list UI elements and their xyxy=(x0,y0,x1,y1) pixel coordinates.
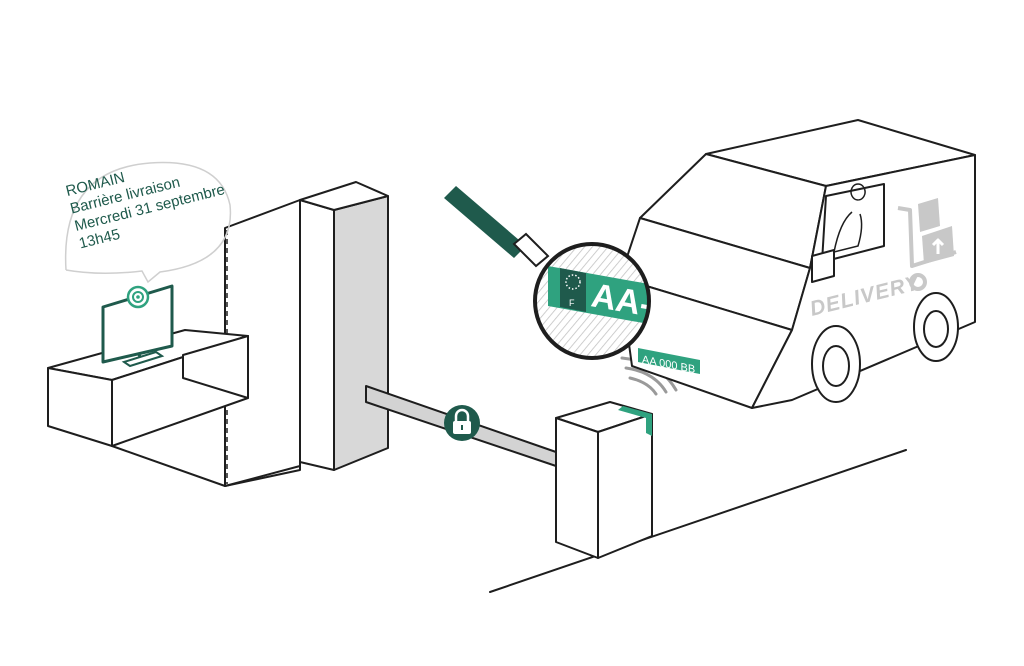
notification-text: ROMAIN Barrière livraison Mercredi 31 se… xyxy=(64,169,226,252)
padlock-icon xyxy=(444,405,480,441)
pillar-side xyxy=(333,195,389,471)
notification-bubble xyxy=(64,161,232,284)
road-edge-line xyxy=(489,449,907,593)
pillar-front xyxy=(299,199,335,471)
magnified-plate: F AA- xyxy=(535,244,649,358)
hand-truck-boxes-icon xyxy=(897,198,957,291)
plate-country-code: F xyxy=(569,298,575,308)
target-icon xyxy=(126,285,150,309)
plate-reader-sensor xyxy=(618,406,652,436)
magnifier-handle xyxy=(444,186,526,258)
security-monitor xyxy=(101,284,174,368)
guard-booth xyxy=(47,181,389,487)
barrier-post xyxy=(555,401,653,559)
magnifying-glass: F AA- xyxy=(444,186,651,360)
